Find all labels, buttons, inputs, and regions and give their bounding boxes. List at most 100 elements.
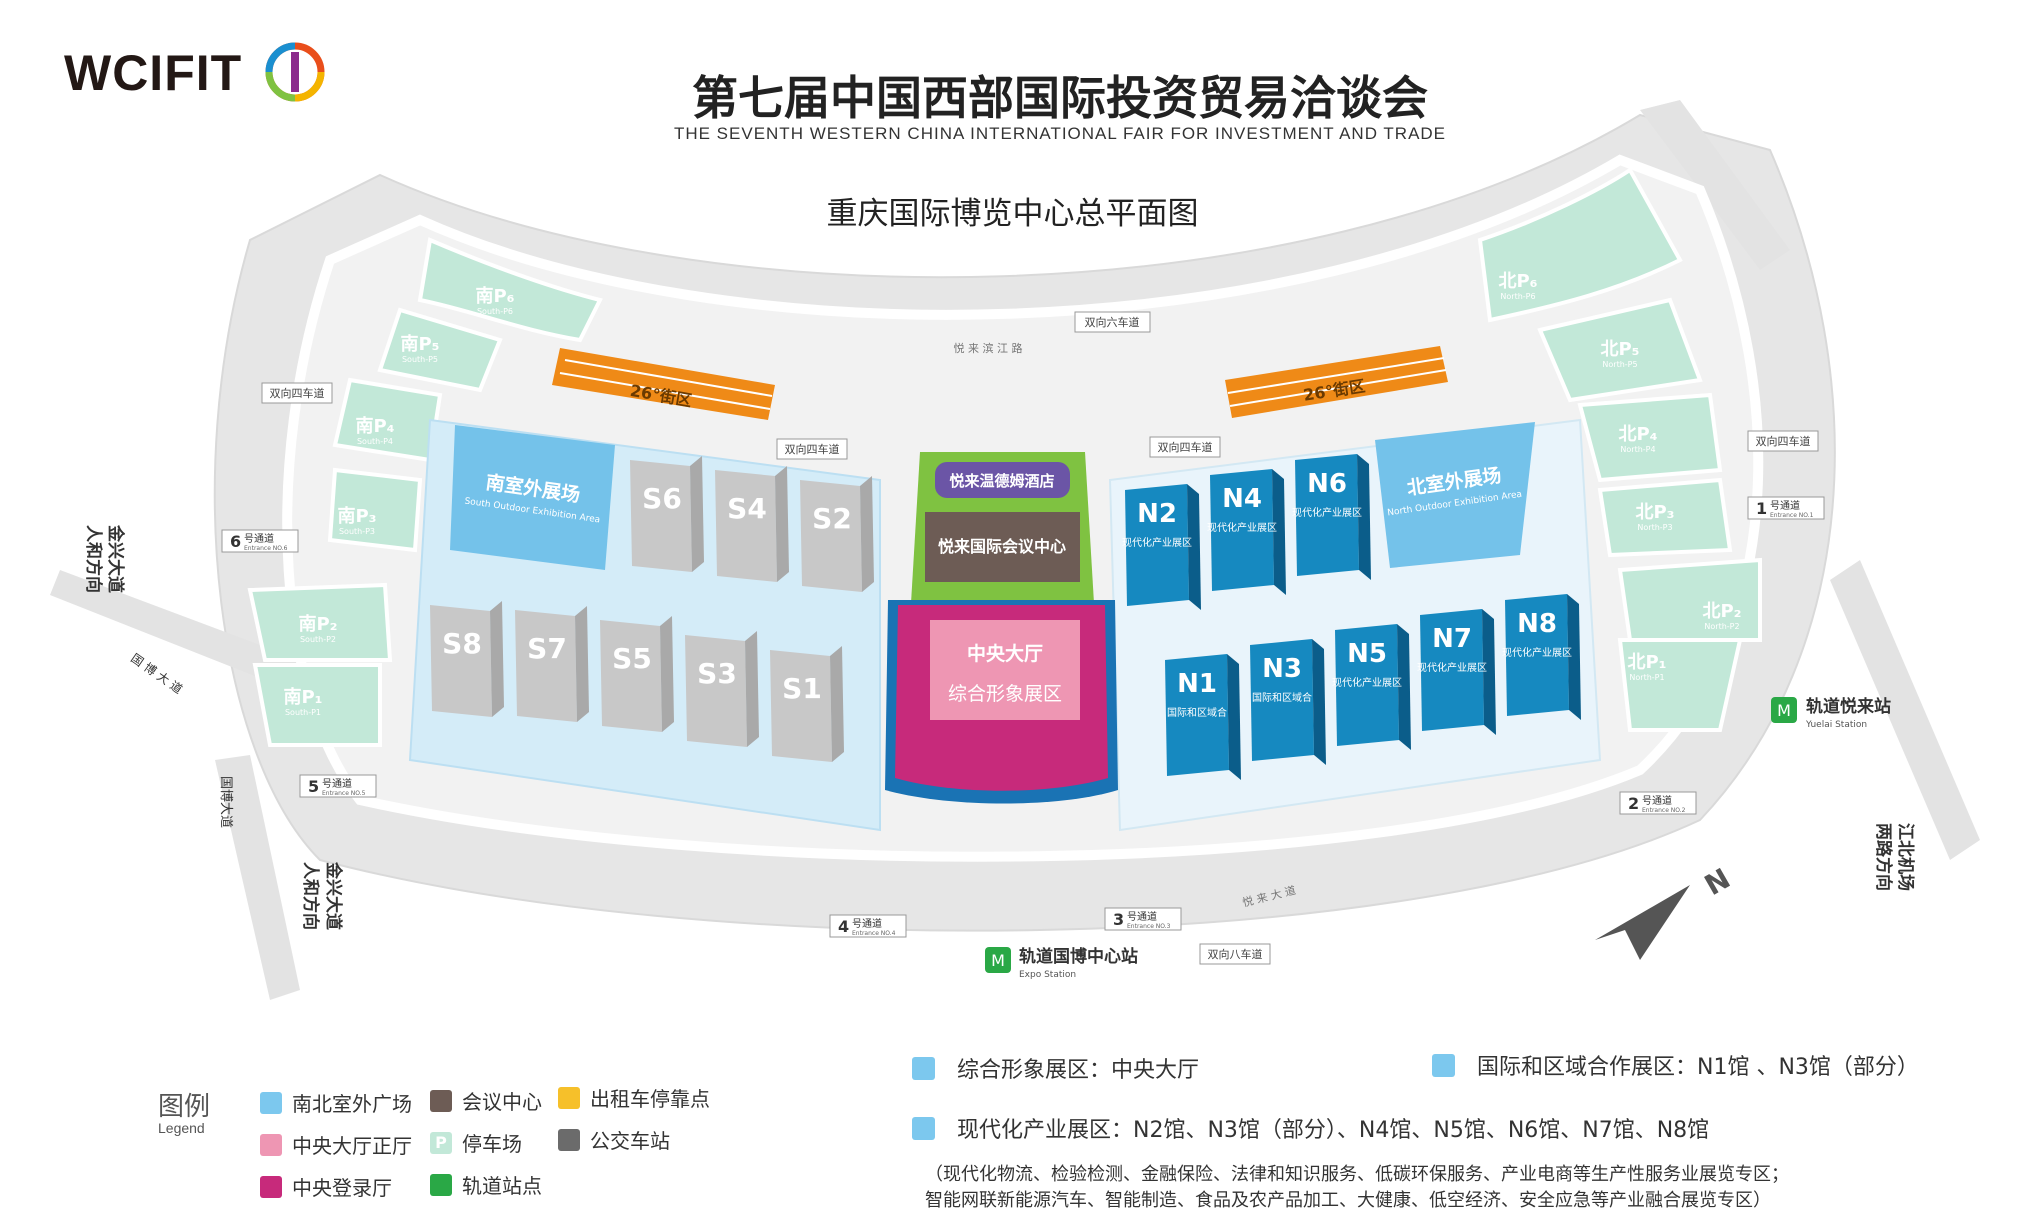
zone-international-text: 国际和区域合作展区：N1馆 、N3馆（部分） (1477, 1055, 1919, 1080)
parking-lot-label: 南P₁ (283, 686, 322, 708)
taxi-icon (558, 1086, 580, 1109)
hall-desc: 现代化产业展区 (1332, 676, 1402, 689)
hall-s8[interactable]: S8 (430, 601, 504, 717)
road-guobo-label: 国博大道 (218, 776, 233, 828)
svg-text:双向六车道: 双向六车道 (1085, 315, 1140, 329)
parking-lot-label: 南P₄ (355, 415, 394, 437)
hall-label: N3 (1262, 654, 1302, 684)
svg-text:Yuelai Station: Yuelai Station (1805, 720, 1867, 730)
hall-desc: 现代化产业展区 (1502, 646, 1572, 659)
hall-s3[interactable]: S3 (685, 631, 759, 747)
svg-text:轨道国博中心站: 轨道国博中心站 (1019, 946, 1138, 967)
metro-icon (430, 1173, 452, 1196)
zone-swatch (1432, 1053, 1455, 1077)
legend-label: 轨道站点 (462, 1174, 542, 1198)
hall-desc: 国际和区域合 (1167, 706, 1227, 719)
svg-text:Entrance NO.1: Entrance NO.1 (1770, 512, 1814, 519)
parking-lot-en: North-P6 (1500, 292, 1535, 301)
parking-lot-en: South-P3 (339, 527, 375, 536)
legend-label: 停车场 (462, 1132, 522, 1156)
parking-lot-en: North-P1 (1629, 673, 1664, 682)
legend-item-conference: 会议中心 (430, 1086, 542, 1115)
hall-n4[interactable]: N4 现代化产业展区 (1207, 469, 1286, 595)
parking-icon: P (430, 1131, 452, 1154)
svg-text:号通道: 号通道 (1770, 499, 1800, 512)
svg-text:双向四车道: 双向四车道 (1158, 440, 1213, 454)
zone-note-line1: （现代化物流、检验检测、金融保险、法律和知识服务、低碳环保服务、产业电商等生产性… (925, 1164, 1789, 1185)
metro-yuelai-station[interactable]: M 轨道悦来站 Yuelai Station (1771, 696, 1891, 730)
parking-lot-en: North-P2 (1704, 622, 1739, 631)
parking-lot-en: South-P4 (357, 437, 393, 446)
svg-text:号通道: 号通道 (322, 777, 352, 790)
svg-text:双向四车道: 双向四车道 (1756, 434, 1811, 448)
parking-lot-label: 北P₄ (1618, 424, 1657, 445)
svg-text:2: 2 (1628, 794, 1639, 813)
svg-text:1: 1 (1756, 499, 1767, 518)
legend-label: 中央大厅正厅 (292, 1134, 412, 1158)
hall-desc: 现代化产业展区 (1292, 506, 1362, 519)
svg-text:Entrance NO.3: Entrance NO.3 (1127, 923, 1171, 930)
parking-lot-label: 北P₆ (1498, 271, 1537, 292)
zone-modern-text: 现代化产业展区：N2馆、N3馆（部分）、N4馆、N5馆、N6馆、N7馆、N8馆 (957, 1118, 1710, 1143)
road-jinxing-bottom: 金兴大道 (323, 861, 344, 930)
svg-text:号通道: 号通道 (1642, 794, 1672, 807)
road-airport-label: 江北机场 (1895, 823, 1916, 891)
svg-text:Entrance NO.2: Entrance NO.2 (1642, 807, 1686, 814)
hall-label: N7 (1432, 624, 1472, 654)
hall-s2[interactable]: S2 (800, 476, 874, 592)
square-pink (260, 1133, 282, 1156)
legend-item-taxi: 出租车停靠点 (558, 1083, 710, 1112)
wcifit-logo-text: WCIFIT (64, 45, 243, 101)
hall-label: S6 (642, 482, 682, 515)
south-outdoor-exhibition (450, 425, 615, 570)
svg-text:Expo Station: Expo Station (1019, 970, 1076, 980)
zone-swatch (912, 1056, 935, 1080)
hall-s4[interactable]: S4 (715, 466, 789, 582)
hall-label: S1 (782, 672, 822, 705)
hall-n5[interactable]: N5 现代化产业展区 (1332, 624, 1411, 750)
road-airport-label-b: 两路方向 (1873, 823, 1894, 891)
svg-text:N: N (1699, 862, 1736, 902)
parking-lot-label: 北P₂ (1702, 601, 1741, 622)
central-hall-main (930, 620, 1080, 720)
hall-desc: 现代化产业展区 (1207, 521, 1277, 534)
metro-expo-station[interactable]: M 轨道国博中心站 Expo Station (985, 946, 1138, 980)
legend-item-parking: P 停车场 (430, 1128, 522, 1157)
wcifit-logo-icon (265, 42, 325, 102)
hall-n7[interactable]: N7 现代化产业展区 (1417, 609, 1496, 735)
bus-icon (558, 1128, 580, 1151)
zone-international-info: 国际和区域合作展区：N1馆 、N3馆（部分） (1432, 1049, 1919, 1081)
conference-center-label: 悦来国际会议中心 (938, 537, 1066, 556)
north-parking (1477, 167, 1762, 732)
hall-label: N5 (1347, 639, 1387, 669)
road-jinxing-top-b: 人和方向 (83, 525, 104, 593)
parking-lot-label: 北P₁ (1627, 652, 1666, 673)
hall-desc: 现代化产业展区 (1417, 661, 1487, 674)
road-left-down (215, 755, 300, 1000)
parking-lot-label: 南P₃ (337, 505, 376, 527)
hall-label: N4 (1222, 484, 1262, 514)
zone-central-info: 综合形象展区：中央大厅 (912, 1052, 1199, 1084)
map-subtitle: 重庆国际博览中心总平面图 (826, 196, 1199, 232)
hall-s6[interactable]: S6 (630, 456, 704, 572)
north-halls-group: N1国际和区域合N2现代化产业展区N3国际和区域合N4现代化产业展区N5现代化产… (1122, 454, 1581, 780)
hall-s1[interactable]: S1 (770, 646, 844, 762)
road-top-label: 悦 来 滨 江 路 (954, 341, 1023, 355)
road-right-up (1640, 100, 1790, 270)
svg-text:双向四车道: 双向四车道 (785, 442, 840, 456)
central-hall-label: 中央大厅 (967, 642, 1043, 665)
parking-lot-en: North-P4 (1620, 445, 1655, 454)
zone-note-line2: 智能网联新能源汽车、智能制造、食品及农产品加工、大健康、低空经济、安全应急等产业… (925, 1190, 1771, 1211)
svg-text:双向四车道: 双向四车道 (270, 386, 325, 400)
legend-label: 会议中心 (462, 1090, 542, 1114)
hall-s5[interactable]: S5 (600, 616, 674, 732)
hall-s7[interactable]: S7 (515, 606, 589, 722)
